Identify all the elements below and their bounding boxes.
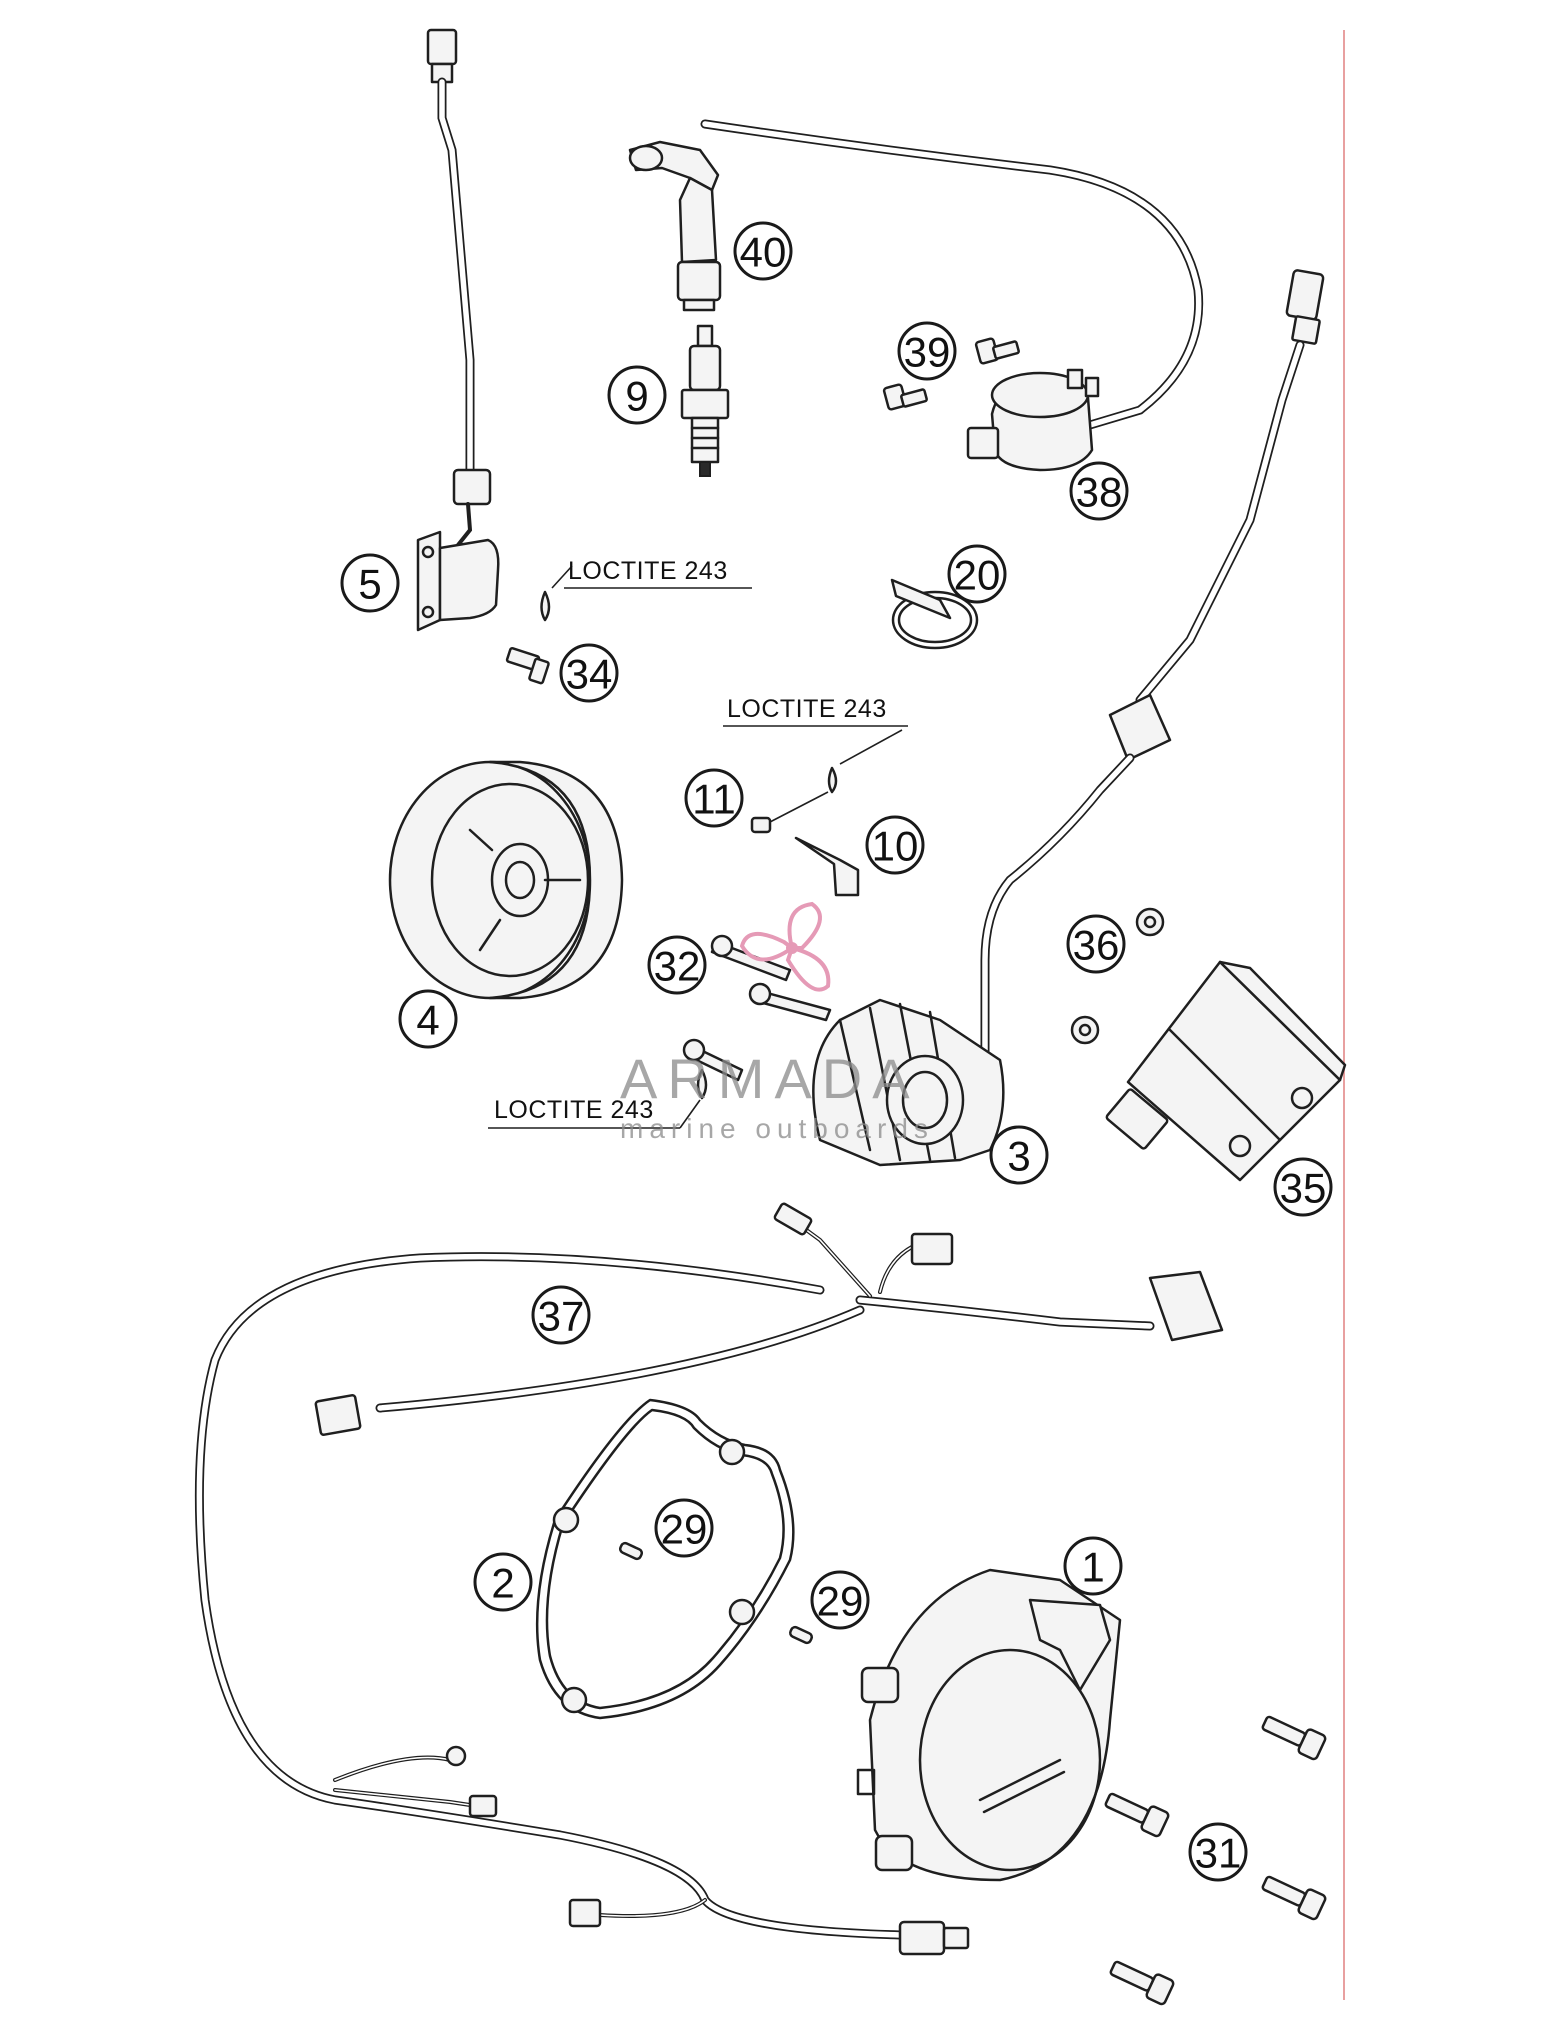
ignition-cover-part (856, 1568, 1122, 1882)
callout-11: 11 (684, 768, 744, 828)
callout-29b: 29 (810, 1570, 870, 1630)
svg-text:34: 34 (566, 651, 613, 698)
svg-text:37: 37 (538, 1293, 585, 1340)
spark-plug-cap-part (628, 140, 722, 312)
svg-text:9: 9 (625, 373, 648, 420)
callout-32: 32 (647, 935, 707, 995)
cdi-unit-part (1105, 960, 1347, 1182)
svg-text:36: 36 (1073, 922, 1120, 969)
nuts-36-part (1070, 907, 1165, 1045)
callout-3: 3 (989, 1125, 1049, 1185)
ignition-lead-part (700, 119, 1204, 430)
svg-text:32: 32 (654, 943, 701, 990)
svg-text:1: 1 (1081, 1544, 1104, 1591)
svg-text:40: 40 (740, 229, 787, 276)
pickup-sensor-part (416, 28, 500, 632)
dowel-pins-part (618, 1541, 814, 1645)
svg-text:31: 31 (1195, 1830, 1242, 1877)
callout-5: 5 (340, 553, 400, 613)
cable-tie-part (890, 578, 979, 650)
svg-text:11: 11 (692, 776, 736, 823)
svg-text:20: 20 (954, 552, 1001, 599)
svg-text:3: 3 (1007, 1133, 1030, 1180)
callout-10: 10 (865, 815, 925, 875)
callout-31: 31 (1188, 1822, 1248, 1882)
callout-29a: 29 (654, 1498, 714, 1558)
callout-35: 35 (1273, 1157, 1333, 1217)
svg-text:38: 38 (1076, 469, 1123, 516)
svg-text:LOCTITE 243: LOCTITE 243 (727, 695, 887, 723)
propeller-icon (739, 901, 831, 992)
stator-cable-part (980, 269, 1325, 1085)
callout-39: 39 (897, 321, 957, 381)
callout-40: 40 (733, 221, 793, 281)
callout-4: 4 (398, 989, 458, 1049)
armada-watermark: ARMADA marine outboards (620, 901, 934, 1144)
ignition-coil-part (966, 368, 1100, 472)
flywheel-part (388, 760, 624, 1000)
callout-2: 2 (473, 1552, 533, 1612)
cover-screws-part (1104, 1715, 1327, 2006)
svg-text:LOCTITE 243: LOCTITE 243 (494, 1096, 654, 1124)
svg-text:LOCTITE 243: LOCTITE 243 (568, 557, 728, 585)
callout-9: 9 (607, 365, 667, 425)
loctite-note-bottom: LOCTITE 243 (488, 1096, 701, 1129)
spark-plug-part (680, 324, 730, 477)
screws-39-part (882, 337, 1020, 411)
stator-part (812, 998, 1005, 1167)
svg-text:29: 29 (817, 1578, 864, 1625)
svg-text:5: 5 (358, 561, 381, 608)
svg-text:39: 39 (904, 329, 951, 376)
svg-text:4: 4 (416, 997, 439, 1044)
callout-20: 20 (947, 544, 1007, 604)
callout-36: 36 (1066, 914, 1126, 974)
screw-11-plate-10-part (750, 729, 903, 897)
callout-34: 34 (559, 643, 619, 703)
svg-text:2: 2 (491, 1560, 514, 1607)
cover-gasket-part (535, 1398, 795, 1720)
svg-text:ARMADA: ARMADA (620, 1047, 920, 1110)
callout-37: 37 (531, 1285, 591, 1345)
callout-38: 38 (1069, 461, 1129, 521)
svg-text:10: 10 (872, 823, 919, 870)
wiring-harness-part (194, 1202, 1224, 1956)
callout-1: 1 (1063, 1536, 1123, 1596)
stator-bolts-part (682, 934, 832, 1100)
svg-text:marine outboards: marine outboards (620, 1113, 934, 1144)
svg-text:29: 29 (661, 1506, 708, 1553)
loctite-note-middle: LOCTITE 243 (723, 695, 908, 727)
screw-34-part (505, 565, 573, 685)
svg-text:35: 35 (1280, 1165, 1327, 1212)
loctite-note-top: LOCTITE 243 (564, 557, 752, 589)
